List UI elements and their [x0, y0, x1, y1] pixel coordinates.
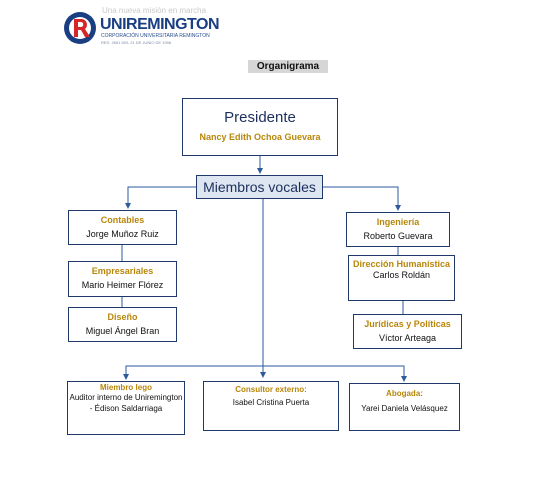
box-role: Dirección Humanística [352, 259, 451, 269]
line-bottom-right [263, 365, 407, 382]
box-name: Miguel Ángel Bran [85, 326, 160, 336]
line-vocales-right [323, 186, 401, 211]
box-name: Yarei Daniela Velásquez [361, 404, 448, 413]
box-role: Miembro lego [99, 383, 152, 392]
vocales-box: Miembros vocales [196, 175, 323, 199]
page-title: Organigrama [248, 60, 328, 73]
miembro-lego-box: Miembro lego Auditor interno de Uniremin… [67, 381, 185, 435]
logo-emblem-icon [64, 12, 96, 44]
president-title: Presidente [224, 109, 296, 126]
logo-tagline: Una nueva misión en marcha [102, 6, 207, 15]
box-role: Jurídicas y Políticas [364, 319, 451, 329]
logo-subtitle-2: RES. 2661 DEL 21 DE JUNIO DE 1996 [101, 40, 172, 45]
line-bottom-left [123, 365, 263, 380]
box-role: Empresariales [91, 266, 154, 276]
empresariales-box: Empresariales Mario Heimer Flórez [68, 261, 177, 297]
contables-box: Contables Jorge Muñoz Ruiz [68, 210, 177, 245]
box-name: Roberto Guevara [363, 231, 433, 241]
box-role: Contables [100, 215, 145, 225]
president-name: Nancy Edith Ochoa Guevara [199, 132, 321, 142]
line-vocales-left [125, 186, 196, 209]
box-name: Mario Heimer Flórez [81, 280, 164, 290]
box-role: Diseño [107, 312, 138, 322]
juridicas-box: Jurídicas y Políticas Víctor Arteaga [353, 314, 462, 349]
logo-subtitle: CORPORACIÓN UNIVERSITARIA REMINGTON [101, 33, 210, 39]
box-role: Consultor externo: [235, 385, 307, 394]
abogada-box: Abogada: Yarei Daniela Velásquez [349, 383, 460, 431]
box-role: Ingeniería [376, 217, 420, 227]
box-name: Jorge Muñoz Ruiz [86, 229, 159, 239]
ingenieria-box: Ingeniería Roberto Guevara [346, 212, 450, 247]
logo-wordmark: UNIREMINGTON [100, 16, 220, 33]
direccion-box: Dirección Humanística Carlos Roldán [348, 255, 455, 301]
uniremington-logo: Una nueva misión en marcha UNIREMINGTON … [62, 6, 220, 48]
box-role: Abogada: [386, 389, 423, 398]
box-name: Víctor Arteaga [378, 333, 437, 343]
president-box: Presidente Nancy Edith Ochoa Guevara [182, 98, 338, 156]
box-name: Isabel Cristina Puerta [232, 398, 310, 407]
box-name: Carlos Roldán [372, 270, 431, 280]
box-name: Auditor interno de Uniremington - Édison… [69, 393, 183, 413]
consultor-box: Consultor externo: Isabel Cristina Puert… [203, 381, 339, 431]
diseno-box: Diseño Miguel Ángel Bran [68, 307, 177, 342]
